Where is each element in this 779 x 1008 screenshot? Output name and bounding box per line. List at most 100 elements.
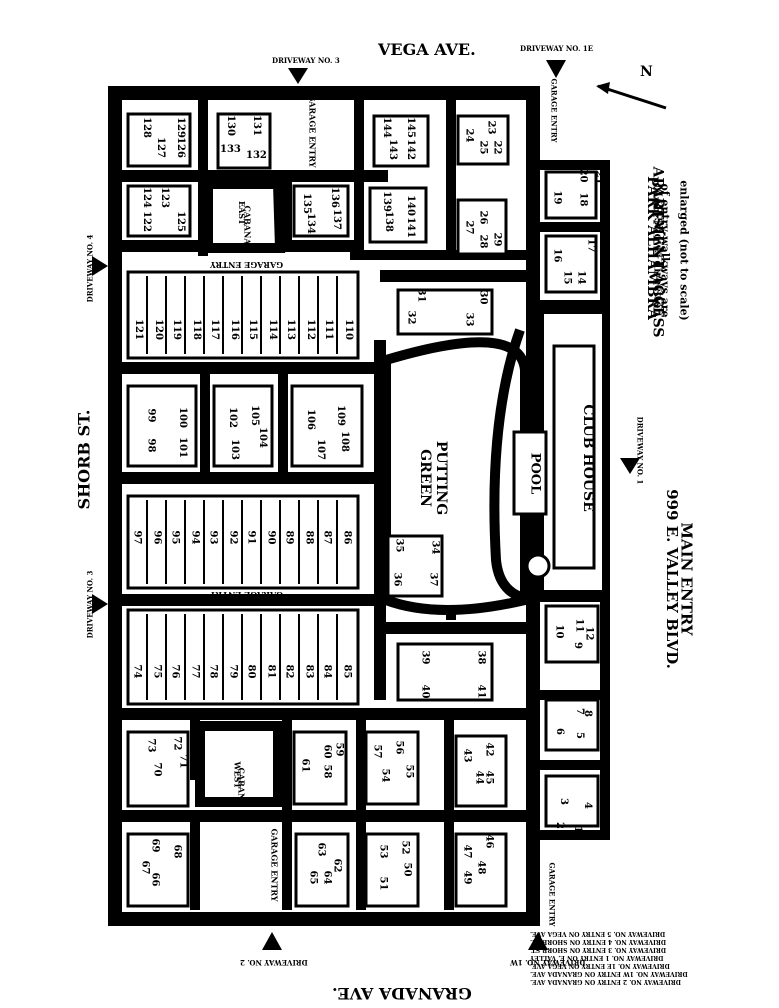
unit-number: 51 (377, 876, 389, 891)
driveway-1e-label: DRIVEWAY NO. 1E (520, 44, 594, 53)
west-cabana (195, 721, 283, 807)
unit-number: 111 (322, 319, 334, 340)
unit-number: 125 (174, 211, 186, 232)
unit-number: 123 (158, 187, 170, 208)
street-north: VEGA AVE. (378, 40, 476, 59)
unit-number: 5 (573, 732, 585, 739)
unit-number: 106 (304, 409, 316, 430)
unit-number: 143 (386, 139, 398, 160)
driveway-3-left-arrow (92, 594, 108, 614)
unit-number: 81 (265, 664, 277, 679)
unit-number: 25 (477, 140, 489, 155)
driveway-3-top-label: DRIVEWAY NO. 3 (272, 56, 340, 65)
unit-number: 35 (393, 538, 405, 553)
unit-number: 45 (483, 770, 495, 785)
unit-number: 135 (300, 193, 312, 214)
unit-number: 84 (321, 664, 333, 679)
unit-number: 144 (380, 117, 392, 138)
unit-number: 62 (331, 858, 343, 873)
unit-number: 94 (189, 530, 201, 545)
unit-number: 97 (131, 530, 143, 545)
unit-number: 28 (477, 234, 489, 249)
unit-number: 55 (403, 764, 415, 779)
unit-number: 120 (152, 319, 164, 340)
unit-number: 128 (140, 117, 152, 138)
unit-number: 30 (477, 290, 489, 305)
unit-number: 19 (551, 190, 563, 205)
unit-number: 40 (419, 684, 431, 699)
unit-number: 31 (415, 288, 427, 303)
unit-number: 82 (283, 664, 295, 679)
unit-number: 112 (304, 319, 316, 340)
unit-number: 24 (463, 128, 475, 143)
unit-number: 2 (553, 822, 565, 829)
unit-number: 140 (404, 195, 416, 216)
unit-number: 39 (419, 650, 431, 665)
unit-number: 122 (140, 211, 152, 232)
unit-number: 92 (227, 530, 239, 545)
unit-number: 75 (151, 664, 163, 679)
unit-number: 66 (149, 872, 161, 887)
unit-number: 60 (321, 744, 333, 759)
unit-number: 36 (391, 572, 403, 587)
unit-number: 132 (246, 150, 267, 161)
unit-number: 37 (427, 572, 439, 587)
unit-number: 131 (250, 115, 262, 136)
unit-number: 18 (577, 192, 589, 207)
unit-number: 54 (379, 768, 391, 783)
unit-number: 3 (557, 798, 569, 805)
unit-number: 58 (321, 764, 333, 779)
compass-arrow (596, 82, 667, 110)
unit-number: 57 (371, 744, 383, 759)
unit-number: 38 (475, 650, 487, 665)
unit-number: 42 (483, 742, 495, 757)
unit-number: 83 (303, 664, 315, 679)
unit-number: 85 (341, 664, 353, 679)
unit-number: 43 (461, 748, 473, 763)
unit-number: 116 (228, 319, 240, 340)
unit-number: 64 (321, 870, 333, 885)
unit-number: 46 (483, 834, 495, 849)
unit-number: 48 (475, 860, 487, 875)
unit-number: 103 (228, 439, 240, 460)
unit-number: 20 (577, 168, 589, 183)
unit-number: 27 (463, 220, 475, 235)
unit-number: 133 (220, 144, 241, 155)
unit-number: 107 (314, 439, 326, 460)
unit-number: 138 (382, 211, 394, 232)
unit-number: 130 (224, 115, 236, 136)
unit-number: 56 (393, 740, 405, 755)
unit-number: 74 (131, 664, 143, 679)
pool (512, 430, 548, 516)
unit-number: 88 (303, 530, 315, 545)
unit-number: 93 (207, 530, 219, 545)
garage-stalls (146, 276, 338, 700)
unit-number: 70 (151, 762, 163, 777)
unit-number: 129 (174, 117, 186, 138)
unit-number: 61 (299, 758, 311, 773)
spa-circle (525, 553, 551, 579)
unit-number: 87 (321, 530, 333, 545)
unit-number: 98 (145, 438, 157, 453)
unit-number: 118 (190, 319, 202, 340)
unit-number: 96 (151, 530, 163, 545)
driveway-1-arrow (620, 458, 640, 474)
driveway-4-arrow (92, 256, 108, 276)
unit-number: 47 (461, 844, 473, 859)
unit-number: 15 (561, 270, 573, 285)
unit-number: 71 (177, 754, 189, 769)
driveway-1e-arrow (546, 60, 566, 78)
unit-number: 126 (174, 137, 186, 158)
unit-number: 50 (401, 862, 413, 877)
unit-number: 80 (245, 664, 257, 679)
path-curve (489, 328, 541, 605)
compass-n: N (640, 64, 653, 80)
unit-number: 124 (140, 187, 152, 208)
unit-number: 8 (581, 710, 593, 717)
unit-number: 115 (246, 319, 258, 340)
buildings (126, 112, 600, 908)
unit-number: 32 (405, 310, 417, 325)
driveway-2-arrow (262, 932, 282, 950)
club-house (552, 344, 596, 570)
unit-number: 6 (553, 728, 565, 735)
